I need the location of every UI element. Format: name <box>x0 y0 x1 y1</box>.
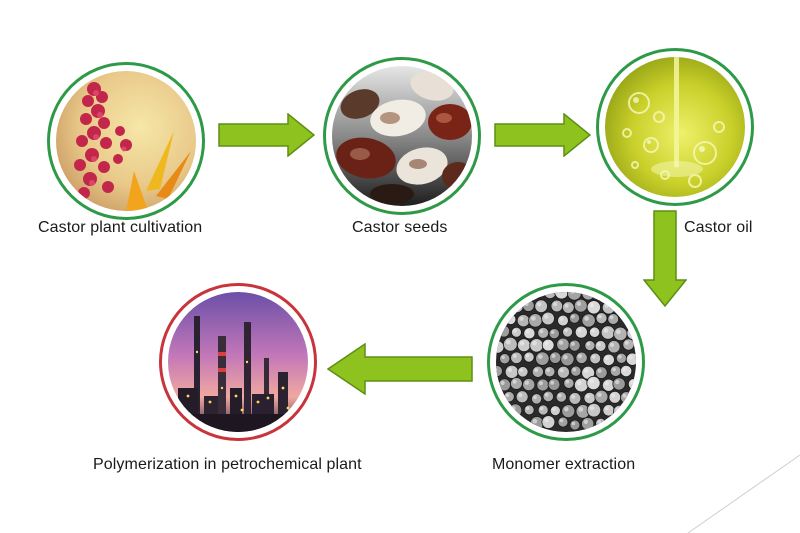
castor-oil-photo <box>605 57 745 197</box>
step-2-label: Castor seeds <box>352 219 448 236</box>
step-4-label: Monomer extraction <box>492 456 636 473</box>
castor-seeds-photo <box>332 66 472 206</box>
step-3-label: Castor oil <box>684 219 753 236</box>
arrow-down-icon <box>643 210 687 307</box>
castor-plant-photo <box>56 71 196 211</box>
arrow-right-icon <box>494 113 591 157</box>
step-5-label: Polymerization in petrochemical plant <box>93 456 362 473</box>
arrow-left-icon <box>327 343 473 395</box>
arrow-right-icon <box>218 113 315 157</box>
step-1-label: Castor plant cultivation <box>38 219 203 236</box>
monomer-microscope-photo <box>496 292 636 432</box>
petrochemical-plant-photo <box>168 292 308 432</box>
